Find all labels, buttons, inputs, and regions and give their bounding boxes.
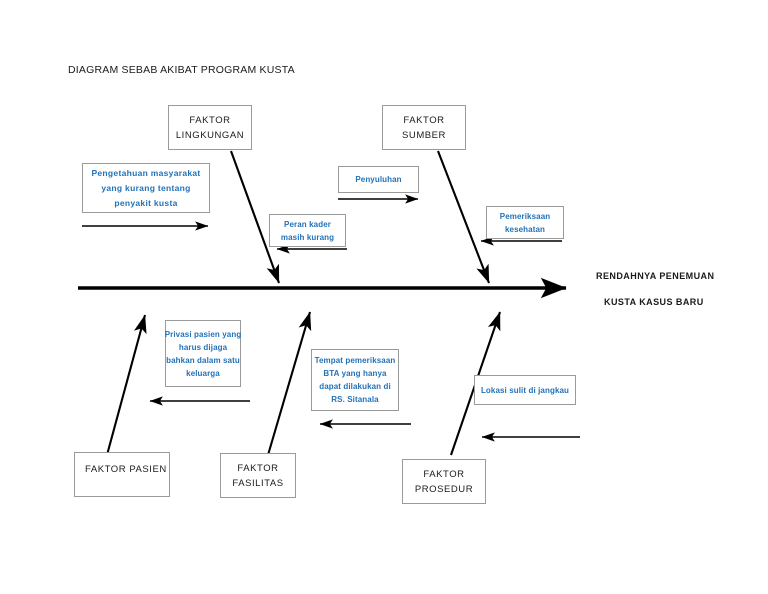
bone-faktor-pasien	[105, 314, 147, 456]
cause-text-line1: Pengetahuan masyarakat	[91, 167, 201, 178]
cause-text-line1: Tempat pemeriksaan	[314, 356, 396, 365]
category-box-faktor-fasilitas[interactable]: FAKTOR FASILITAS	[220, 453, 296, 498]
category-label-line2: PROSEDUR	[414, 483, 474, 495]
category-box-faktor-prosedur[interactable]: FAKTOR PROSEDUR	[402, 459, 486, 504]
cause-text-line2: masih kurang	[280, 232, 335, 242]
category-box-faktor-pasien[interactable]: FAKTOR PASIEN	[74, 452, 170, 497]
cause-text-line2: harus dijaga	[178, 342, 228, 352]
effect-label: RENDAHNYA PENEMUAN KUSTA KASUS BARU	[596, 263, 714, 315]
cause-box-penyuluhan[interactable]: Penyuluhan	[338, 166, 419, 193]
category-box-faktor-sumber[interactable]: FAKTOR SUMBER	[382, 105, 466, 150]
bone-faktor-fasilitas	[266, 311, 312, 456]
cause-text-line1: Lokasi sulit di jangkau	[480, 385, 570, 395]
cause-text-line1: Penyuluhan	[355, 175, 402, 184]
diagram-title: DIAGRAM SEBAB AKIBAT PROGRAM KUSTA	[68, 64, 295, 76]
category-label-line1: FAKTOR	[189, 114, 231, 126]
category-label-line1: FAKTOR PASIEN	[85, 464, 167, 475]
cause-text-line3: penyakit kusta	[114, 197, 178, 208]
effect-label-line2: KUSTA KASUS BARU	[604, 297, 704, 307]
cause-text-line3: dapat dilakukan di	[319, 382, 391, 391]
cause-box-pengetahuan[interactable]: Pengetahuan masyarakat yang kurang tenta…	[82, 163, 210, 213]
effect-label-line1: RENDAHNYA PENEMUAN	[596, 271, 715, 281]
bone-faktor-sumber	[437, 150, 490, 284]
category-box-faktor-lingkungan[interactable]: FAKTOR LINGKUNGAN	[168, 105, 252, 150]
category-label-line2: LINGKUNGAN	[175, 129, 245, 141]
cause-box-tempat-bta[interactable]: Tempat pemeriksaan BTA yang hanya dapat …	[311, 349, 399, 411]
cause-text-line2: kesehatan	[504, 224, 546, 234]
category-label-line1: FAKTOR	[423, 468, 465, 480]
category-label-line2: FASILITAS	[232, 477, 284, 489]
cause-text-line1: Privasi pasien yang	[164, 329, 242, 339]
cause-text-line1: Peran kader	[284, 219, 331, 229]
cause-text-line2: yang kurang tentang	[101, 182, 191, 193]
cause-text-line3: bahkan dalam satu	[166, 355, 240, 365]
cause-text-line2: BTA yang hanya	[323, 369, 387, 378]
cause-text-line4: RS. Sitanala	[331, 395, 379, 404]
cause-text-line1: Pemeriksaan	[499, 211, 551, 221]
category-label-line1: FAKTOR	[237, 462, 279, 474]
category-label-line1: FAKTOR	[403, 114, 445, 126]
cause-box-privasi[interactable]: Privasi pasien yang harus dijaga bahkan …	[165, 320, 241, 387]
cause-text-line4: keluarga	[186, 368, 220, 378]
category-label-line2: SUMBER	[402, 129, 446, 141]
cause-box-pemeriksaan-kesehatan[interactable]: Pemeriksaan kesehatan	[486, 206, 564, 239]
cause-box-peran-kader[interactable]: Peran kader masih kurang	[269, 214, 346, 247]
cause-box-lokasi[interactable]: Lokasi sulit di jangkau	[474, 375, 576, 405]
